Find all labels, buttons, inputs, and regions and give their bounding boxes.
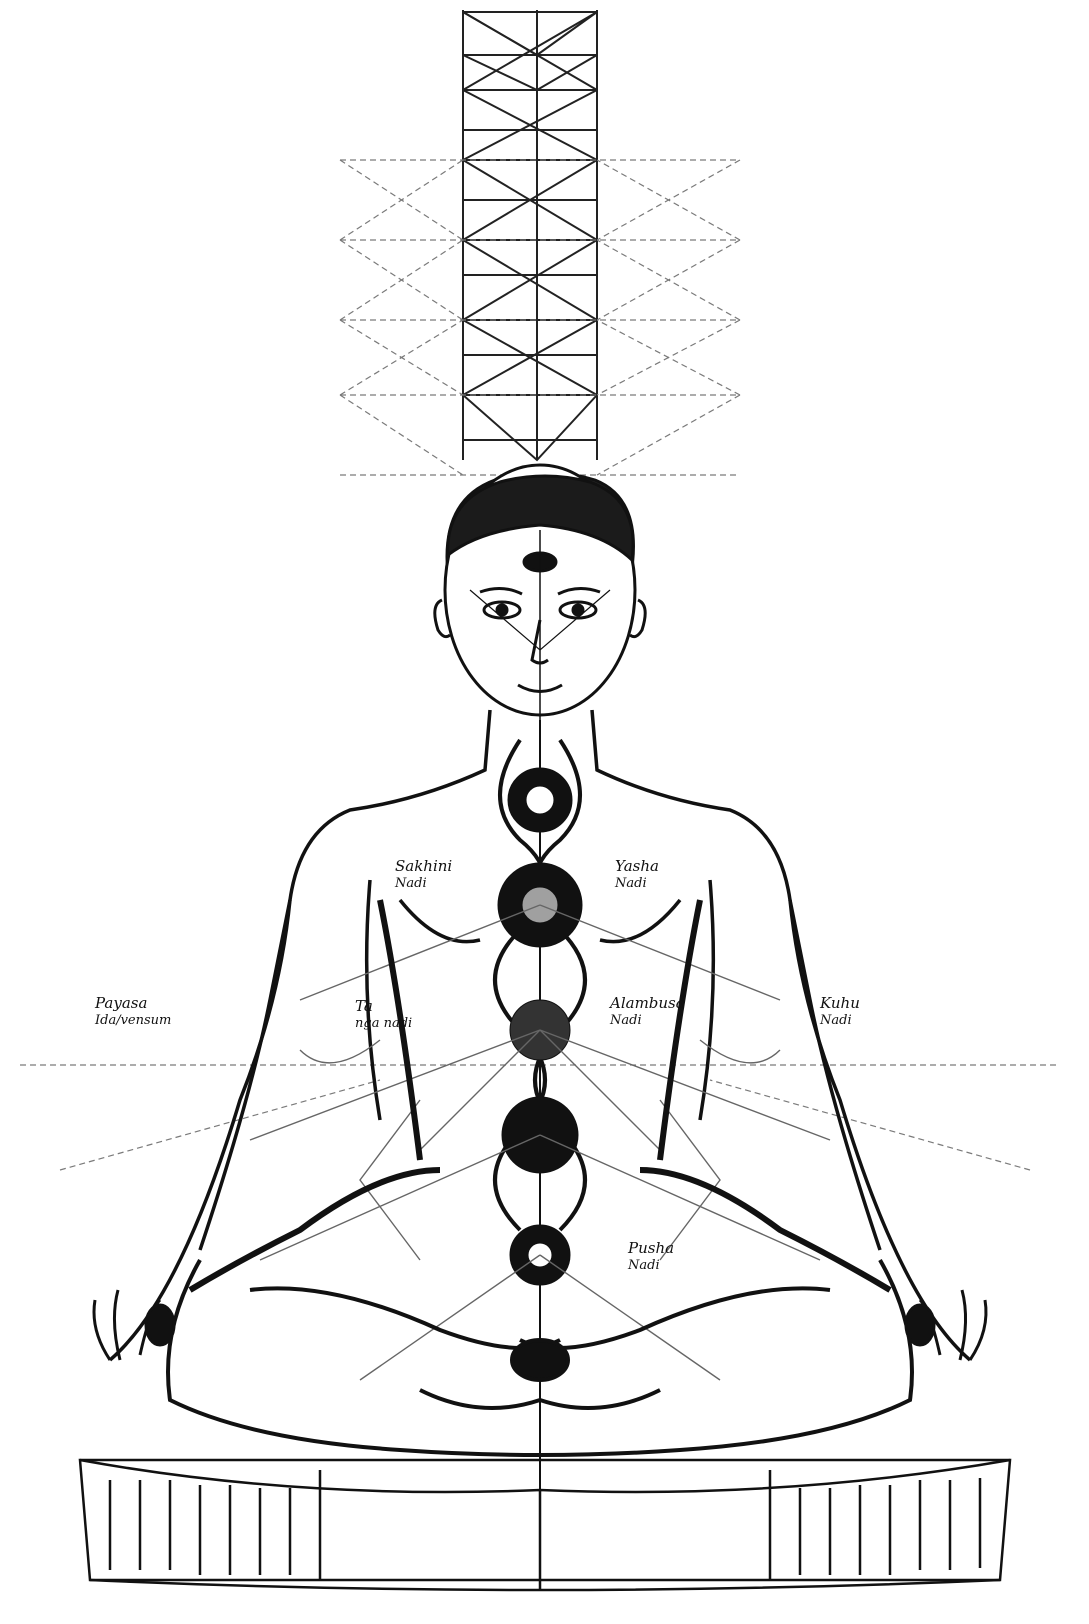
head [435,465,645,720]
cushion [80,1460,1010,1590]
energy-lattice [463,10,597,460]
